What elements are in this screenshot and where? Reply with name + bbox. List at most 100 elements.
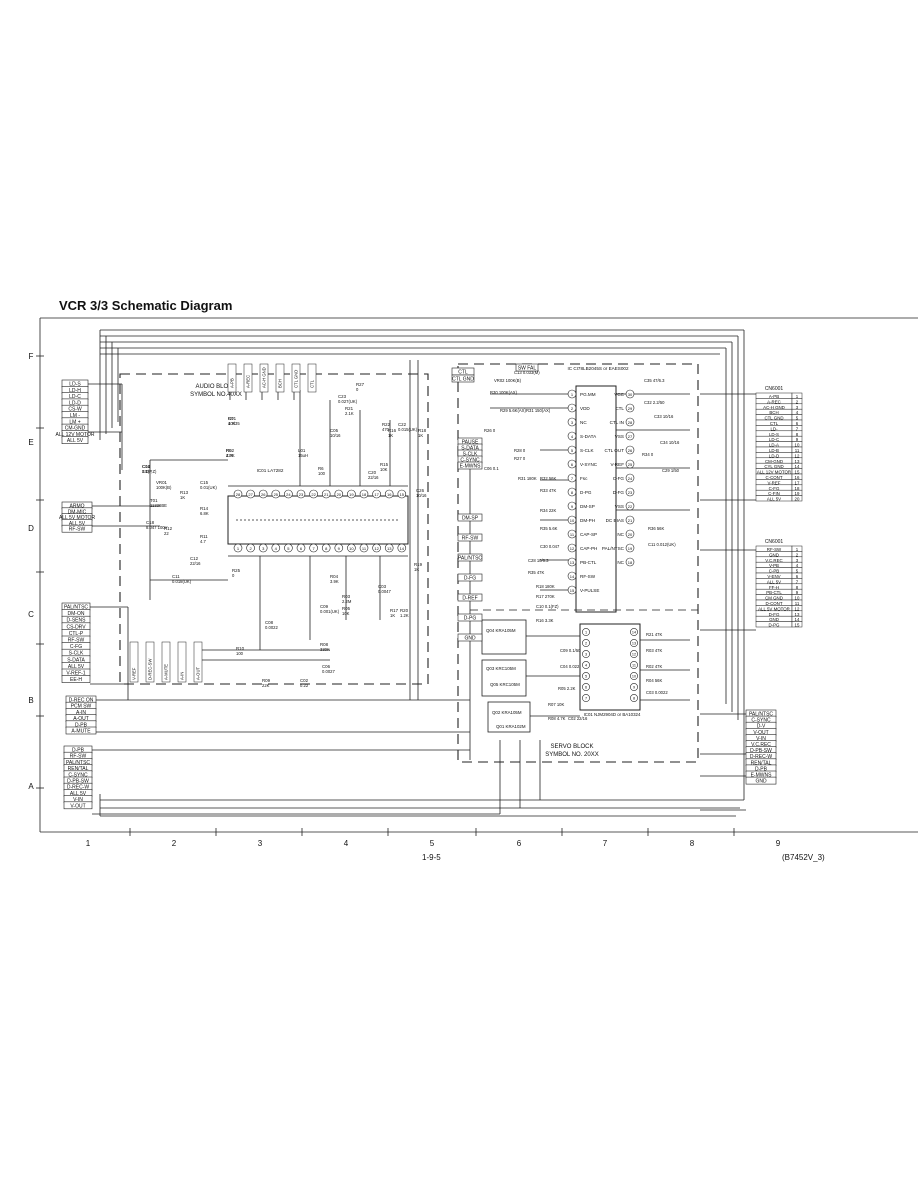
audio-component-value: 0 (356, 387, 359, 392)
servo-left-label-6-box (457, 533, 483, 542)
servo-pin-left (567, 501, 577, 511)
audio-top-tag-box (307, 363, 317, 393)
servo-pin-left-number: 9 (571, 504, 574, 509)
audio-component-ref: R05 (342, 606, 351, 611)
servo-pin-left (567, 459, 577, 469)
cn-upper-pin: LD-D (769, 453, 779, 458)
audio-component-ref: T01 (150, 498, 158, 503)
conn-a-9-box (63, 801, 93, 810)
right-signal-3: V-OUT (753, 730, 768, 736)
cn-upper-pin: LD-C (769, 437, 779, 442)
servo-component: R03 47K (646, 648, 663, 653)
audio-component-value: 4.7K (226, 453, 235, 458)
col-label-8: 8 (690, 839, 695, 848)
drive-ic-pin-right (630, 683, 638, 691)
page-title: VCR 3/3 Schematic Diagram (59, 298, 233, 313)
audio-ic-pin-bottom-number: 5 (287, 546, 290, 551)
audio-component-ref: R04 (330, 574, 339, 579)
servo-pin-right-number: 23 (628, 490, 633, 495)
conn-a-9: V-OUT (70, 803, 85, 809)
servo-left-label-2: S-CLK (463, 452, 478, 458)
drive-ic-pin-left-number: 2 (585, 642, 587, 646)
servo-left-label-11-box (457, 633, 483, 642)
conn-b-3: A-OUT (73, 716, 89, 722)
cn-upper-pin-number: 20 (795, 497, 800, 502)
servo-pin-right-name: DC BIAS (606, 518, 624, 523)
drive-ic-pin-right (630, 639, 638, 647)
cn-lower-pin-number: 6 (796, 574, 799, 579)
servo-pin-left-number: 14 (570, 574, 575, 579)
servo-component: R27 0 (514, 456, 526, 461)
servo-component: C33 10/16 (654, 414, 674, 419)
cn-upper-pin: A-REC (767, 399, 781, 404)
servo-component: R08 4.7K (548, 716, 566, 721)
cn-upper-pin-number: 14 (795, 464, 800, 469)
audio-ic-pin-bottom (296, 543, 306, 553)
audio-component-ref: C22 (398, 422, 407, 427)
audio-bottom-tag: V-REF (132, 667, 137, 680)
col-label-6: 6 (517, 839, 522, 848)
cn-lower-pin: PB-CTL (766, 590, 782, 595)
cn-upper-pin: ALL 12V MOTOR (757, 470, 791, 475)
servo-drive-ic-label: IC01 NJM2904D or BA10324 (584, 712, 641, 717)
servo-pin-right-number: 25 (628, 462, 633, 467)
audio-ic-pin-top (321, 489, 331, 499)
audio-ic-pin-bottom-number: 9 (338, 546, 341, 551)
audio-ic-pin-top (359, 489, 369, 499)
servo-pin-right (625, 417, 635, 427)
servo-pin-left-name: S-DATA (580, 434, 597, 439)
servo-component: R31 180K (518, 476, 537, 481)
audio-ic-pin-bottom-number: 12 (374, 546, 379, 551)
audio-component-ref: R12 (164, 526, 173, 531)
audio-ic-pin-top (284, 489, 293, 499)
servo-pin-right (625, 459, 635, 469)
audio-ic-pin-bottom (284, 543, 293, 553)
audio-component-ref: R18 (418, 428, 427, 433)
servo-component: C28 10/6.3 (528, 558, 549, 563)
audio-component-ref: C23 (338, 394, 347, 399)
conn-e-8: ALL 12V MOTOR (56, 432, 95, 438)
cn-lower-pin-number: 15 (795, 623, 800, 628)
servo-component: R34 0 (642, 452, 654, 457)
audio-ic-pin-bottom-number: 11 (362, 546, 367, 551)
servo-component: R35 47K (528, 570, 545, 575)
audio-component-value: 10/16 (416, 493, 427, 498)
servo-component: R04 56K (646, 678, 663, 683)
audio-component-value: 100K(B) (156, 485, 172, 490)
drive-ic-pin-right-number: 11 (632, 664, 636, 668)
audio-bottom-tag-box (193, 641, 203, 683)
conn-e-6: LM + (69, 419, 80, 425)
audio-component-value: 1.2K (400, 613, 409, 618)
servo-left-label-8-box (457, 573, 483, 582)
drive-ic-pin-left (582, 661, 590, 669)
audio-ic-pin-top (296, 489, 306, 499)
cn-upper-pin-number: 3 (796, 405, 799, 410)
servo-pin-right-number: 29 (628, 406, 633, 411)
audio-component-ref: R5 (226, 448, 232, 453)
audio-component-ref: C09 (320, 604, 329, 609)
audio-component-value: 15uH (298, 453, 308, 458)
cn-lower-pin: D-PG (769, 623, 781, 628)
audio-component-ref: C06 (322, 664, 331, 669)
audio-top-tag-box (243, 363, 253, 393)
conn-e-4: CS-W (68, 407, 82, 413)
audio-top-tag: BCH (278, 379, 283, 388)
audio-top-tag-box (291, 363, 301, 393)
servo-top-label-0: SW FAL (518, 366, 537, 372)
cn-upper-pin: C-FIN (768, 491, 780, 496)
servo-pin-right (625, 543, 635, 553)
servo-pin-left-name: V-PULSE (580, 588, 599, 593)
cn-lower-pin-number: 13 (795, 612, 800, 617)
servo-component: R18 180K (536, 584, 555, 589)
conn-c-0: PAL/NTSC (64, 605, 88, 611)
audio-ic-pin-bottom (246, 543, 255, 553)
servo-pin-right (625, 473, 635, 483)
audio-bottom-tag-box (129, 641, 139, 683)
audio-ic-pin-top-number: 18 (362, 492, 367, 497)
servo-component: R21 47K (646, 632, 663, 637)
cn-upper-pin: LD-B (769, 448, 779, 453)
servo-component: R05 2.2K (558, 686, 576, 691)
servo-pin-left-number: 5 (571, 448, 574, 453)
audio-component-ref: C18 (146, 520, 155, 525)
conn-c-10: V-REF-1 (66, 671, 85, 677)
